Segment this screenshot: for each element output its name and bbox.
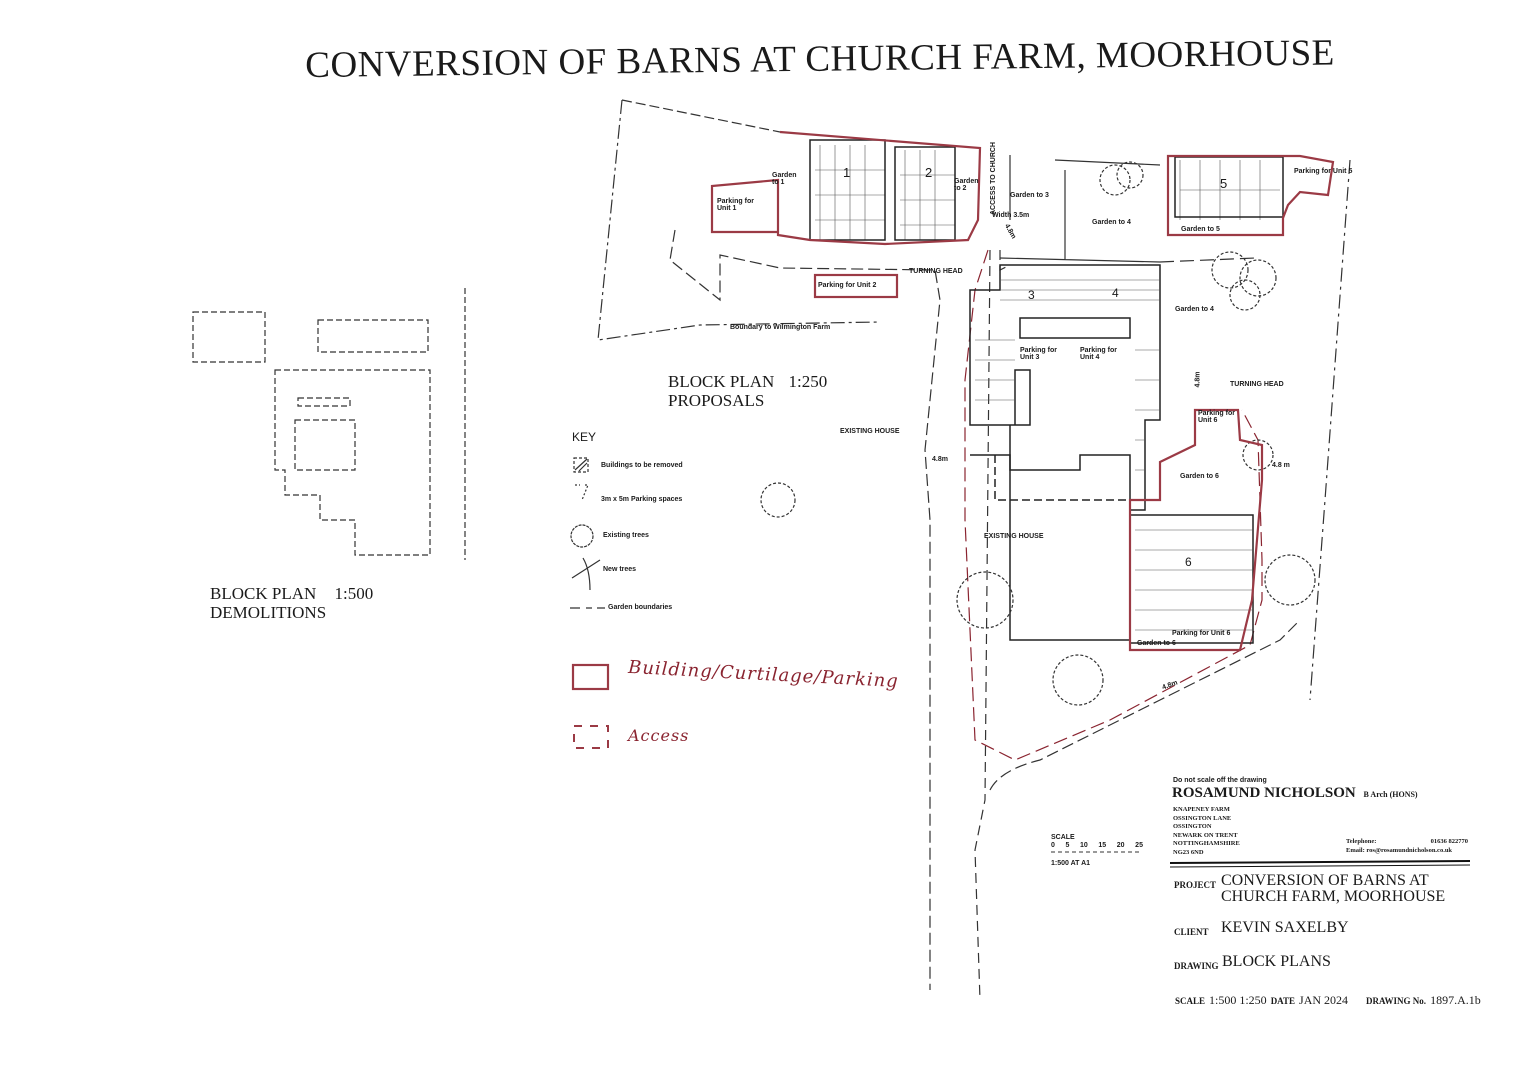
plan-label: Parking for Unit 5 (1294, 168, 1353, 175)
tb-footer: SCALE 1:500 1:250 DATE JAN 2024 DRAWING … (1175, 991, 1481, 1009)
proposal-plan-heading: BLOCK PLAN 1:250 PROPOSALS (668, 372, 827, 410)
plan-label: Parking for Unit 2 (818, 282, 877, 289)
plan-label: Garden to 3 (1010, 192, 1049, 199)
tb-warning: Do not scale off the drawing (1173, 777, 1267, 784)
key-item: 3m x 5m Parking spaces (601, 496, 683, 503)
legend-solid-box-icon (571, 663, 610, 691)
tb-architect: ROSAMUND NICHOLSON B Arch (HONS) (1172, 785, 1418, 802)
legend-dashed-label: Access (628, 726, 690, 745)
scale-text: 1:250 (788, 372, 828, 391)
plan-label: Garden to 6 (1137, 640, 1176, 647)
plan-label: Garden to 1 (772, 172, 797, 186)
plan-label: 4.8m (1194, 371, 1202, 388)
scale-tick: 15 (1098, 842, 1107, 849)
tb-address: KNAPENEY FARM OSSINGTON LANE OSSINGTON N… (1173, 806, 1240, 857)
key-title: KEY (572, 430, 597, 444)
scale-value: 1:500 1:250 (1209, 993, 1267, 1007)
scale-tick: 25 (1135, 842, 1143, 849)
scale-bar-ticks: 0 5 10 15 20 25 (1051, 842, 1143, 849)
tb-drawing-label: DRAWING (1174, 961, 1219, 971)
plan-label: Parking for Unit 6 (1198, 410, 1235, 424)
scale-tick: 10 (1080, 842, 1088, 849)
email-label: Email: (1346, 847, 1365, 854)
telephone-label: Telephone: (1346, 838, 1377, 845)
plan-label: EXISTING HOUSE (840, 428, 900, 435)
plan-label: 4.8m (932, 456, 948, 463)
key-icons (570, 457, 605, 609)
plan-label: Parking for Unit 1 (717, 198, 754, 212)
demolition-plan-heading: BLOCK PLAN 1:500 DEMOLITIONS (210, 584, 373, 622)
address-line: OSSINGTON (1173, 823, 1212, 830)
plan-label: 4.8 m (1272, 462, 1290, 469)
demolition-plan (192, 288, 466, 560)
unit-number: 2 (925, 165, 933, 180)
heading-text: BLOCK PLAN (668, 372, 775, 391)
plan-label: Garden to 4 (1092, 219, 1131, 226)
scale-bar-title: SCALE (1051, 834, 1075, 841)
plan-label: EXISTING HOUSE (984, 533, 1044, 540)
scale-label: SCALE (1175, 996, 1206, 1006)
architect-name: ROSAMUND NICHOLSON (1172, 785, 1356, 801)
date-value: JAN 2024 (1299, 993, 1349, 1007)
plan-label: ACCESS TO CHURCH (990, 142, 997, 215)
tb-client: KEVIN SAXELBY (1221, 919, 1349, 936)
architect-qualification: B Arch (HONS) (1363, 790, 1418, 799)
plan-label: Parking for Unit 3 (1020, 347, 1057, 361)
plan-label: TURNING HEAD (909, 268, 963, 275)
unit-number: 4 (1112, 286, 1119, 300)
legend-dashed-box-icon (573, 725, 609, 749)
plan-label: Garden to 6 (1180, 473, 1219, 480)
heading-text: BLOCK PLAN (210, 584, 317, 603)
tb-drawing: BLOCK PLANS (1222, 953, 1331, 970)
key-item: Garden boundaries (608, 604, 673, 611)
plan-label: Garden to 4 (1175, 306, 1214, 313)
plan-label: Width 3.5m (992, 212, 1030, 219)
scale-text: 1:500 (334, 584, 374, 603)
plan-label: Boundary to Wilmington Farm (730, 324, 831, 331)
address-line: OSSINGTON LANE (1173, 814, 1232, 822)
tb-project-label: PROJECT (1174, 880, 1217, 890)
key-item: Buildings to be removed (601, 462, 683, 469)
plan-label: Parking for Unit 4 (1080, 347, 1117, 361)
plan-label: Garden to 5 (1181, 226, 1220, 233)
scale-tick: 5 (1065, 842, 1070, 849)
drawing-no-label: DRAWING No. (1366, 996, 1427, 1006)
drawing-no-value: 1897.A.1b (1430, 993, 1481, 1007)
unit-number: 3 (1028, 288, 1035, 302)
key-item: New trees (603, 566, 637, 573)
plan-label: Garden to 2 (954, 178, 979, 192)
telephone: 01636 822770 (1430, 838, 1468, 845)
date-label: DATE (1270, 996, 1296, 1006)
plan-label: TURNING HEAD (1230, 381, 1284, 388)
key-item: Existing trees (603, 532, 649, 539)
scale-tick: 20 (1116, 842, 1125, 849)
unit-number: 5 (1220, 176, 1228, 191)
scale-tick: 0 (1051, 842, 1055, 849)
email[interactable]: ros@rosamundnicholson.co.uk (1366, 847, 1453, 854)
project-line: CONVERSION OF BARNS AT (1221, 872, 1429, 889)
tb-contact: Telephone: 01636 822770 Email: ros@rosamu… (1346, 837, 1468, 855)
scale-bar-note: 1:500 AT A1 (1051, 860, 1091, 867)
unit-number: 6 (1185, 555, 1192, 569)
address-line: KNAPENEY FARM (1173, 806, 1230, 813)
subheading-text: DEMOLITIONS (210, 603, 327, 622)
tb-project: CONVERSION OF BARNS AT CHURCH FARM, MOOR… (1221, 873, 1445, 905)
unit-number: 1 (843, 165, 851, 180)
address-line: NOTTINGHAMSHIRE (1173, 840, 1240, 847)
project-line: CHURCH FARM, MOORHOUSE (1221, 888, 1446, 905)
tb-client-label: CLIENT (1174, 927, 1209, 937)
address-line: NG23 6ND (1173, 848, 1204, 856)
subheading-text: PROPOSALS (668, 391, 765, 410)
plan-label: Parking for Unit 6 (1172, 630, 1231, 637)
address-line: NEWARK ON TRENT (1173, 831, 1238, 839)
